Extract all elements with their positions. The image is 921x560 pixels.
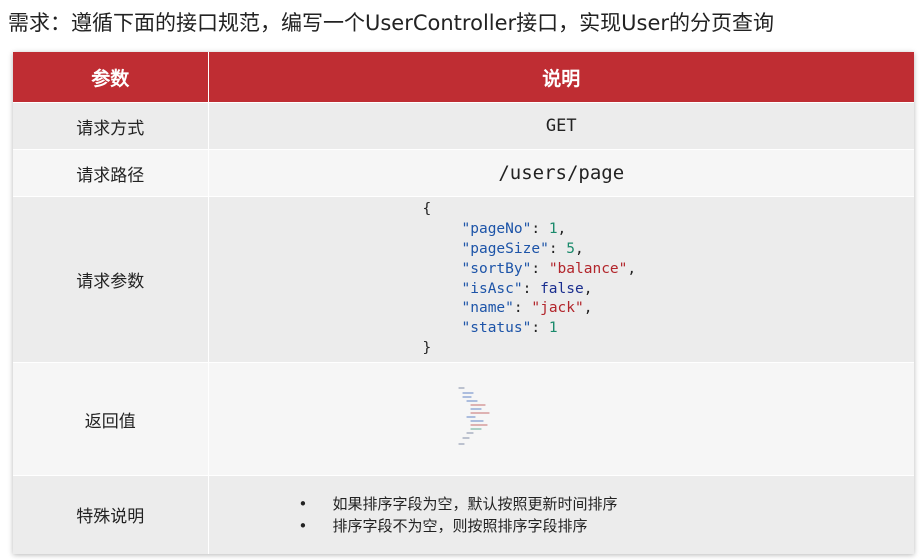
- json-key: "name": [461, 300, 514, 317]
- json-comma: ,: [583, 300, 593, 317]
- json-line-name: "name": "jack",: [461, 300, 593, 317]
- json-comma: ,: [583, 280, 593, 297]
- row-label-params: 请求参数: [13, 196, 209, 363]
- api-spec-table: 参数 说明 请求方式 GET 请求路径 /users/page 请求参数 { "p…: [13, 52, 914, 554]
- table-row: 请求参数 { "pageNo": 1, "pageSize": 5, "sortBy"…: [13, 196, 915, 363]
- json-key: "isAsc": [461, 280, 523, 297]
- json-key: "pageSize": [461, 240, 549, 257]
- notes-cell: 如果排序字段为空，默认按照更新时间排序 排序字段不为空，则按照排序字段排序: [208, 475, 915, 554]
- json-comma: ,: [557, 221, 567, 238]
- code-snippet-thumbnail-icon: [458, 387, 490, 445]
- request-params-cell: { "pageNo": 1, "pageSize": 5, "sortBy": "ba…: [208, 196, 915, 363]
- row-label-returns: 返回值: [13, 362, 209, 476]
- return-value-cell: [208, 362, 914, 476]
- list-item: 排序字段不为空，则按照排序字段排序: [299, 515, 915, 537]
- row-label-notes: 特殊说明: [13, 475, 209, 554]
- json-line-pageNo: "pageNo": 1,: [461, 221, 567, 238]
- json-key: "status": [461, 320, 532, 337]
- json-close-brace: }: [422, 339, 432, 356]
- list-item: 如果排序字段为空，默认按照更新时间排序: [299, 493, 915, 515]
- json-comma: ,: [575, 240, 584, 257]
- json-value: 5: [566, 240, 576, 257]
- json-line-isAsc: "isAsc": false,: [461, 280, 593, 297]
- header-param: 参数: [13, 52, 209, 103]
- row-label-method: 请求方式: [13, 102, 209, 150]
- json-value: 1: [548, 320, 558, 337]
- json-open-brace: {: [422, 201, 432, 218]
- json-key: "sortBy": [461, 260, 532, 277]
- request-method-value: GET: [208, 102, 914, 150]
- json-value: 1: [548, 221, 558, 238]
- json-line-sortBy: "sortBy": "balance",: [461, 260, 637, 277]
- table-row: 请求路径 /users/page: [13, 149, 914, 197]
- json-value: "balance": [548, 260, 628, 277]
- header-description: 说明: [208, 52, 914, 103]
- table-row: 返回值: [13, 362, 914, 476]
- json-line-status: "status": 1: [461, 320, 558, 337]
- request-path-value: /users/page: [208, 149, 914, 197]
- table-header-row: 参数 说明: [13, 52, 914, 103]
- json-comma: ,: [627, 260, 637, 277]
- json-key: "pageNo": [461, 221, 532, 238]
- json-line-pageSize: "pageSize": 5,: [461, 240, 584, 257]
- json-code-block: { "pageNo": 1, "pageSize": 5, "sortBy": "ba…: [423, 200, 915, 358]
- notes-list: 如果排序字段为空，默认按照更新时间排序 排序字段不为空，则按照排序字段排序: [299, 493, 915, 537]
- json-value: false: [540, 280, 584, 297]
- row-label-path: 请求路径: [13, 149, 209, 197]
- table-row: 请求方式 GET: [13, 102, 914, 150]
- requirement-heading: 需求：遵循下面的接口规范，编写一个UserController接口，实现User…: [8, 11, 775, 35]
- table-row: 特殊说明 如果排序字段为空，默认按照更新时间排序 排序字段不为空，则按照排序字段…: [13, 475, 915, 554]
- json-value: "jack": [531, 300, 584, 317]
